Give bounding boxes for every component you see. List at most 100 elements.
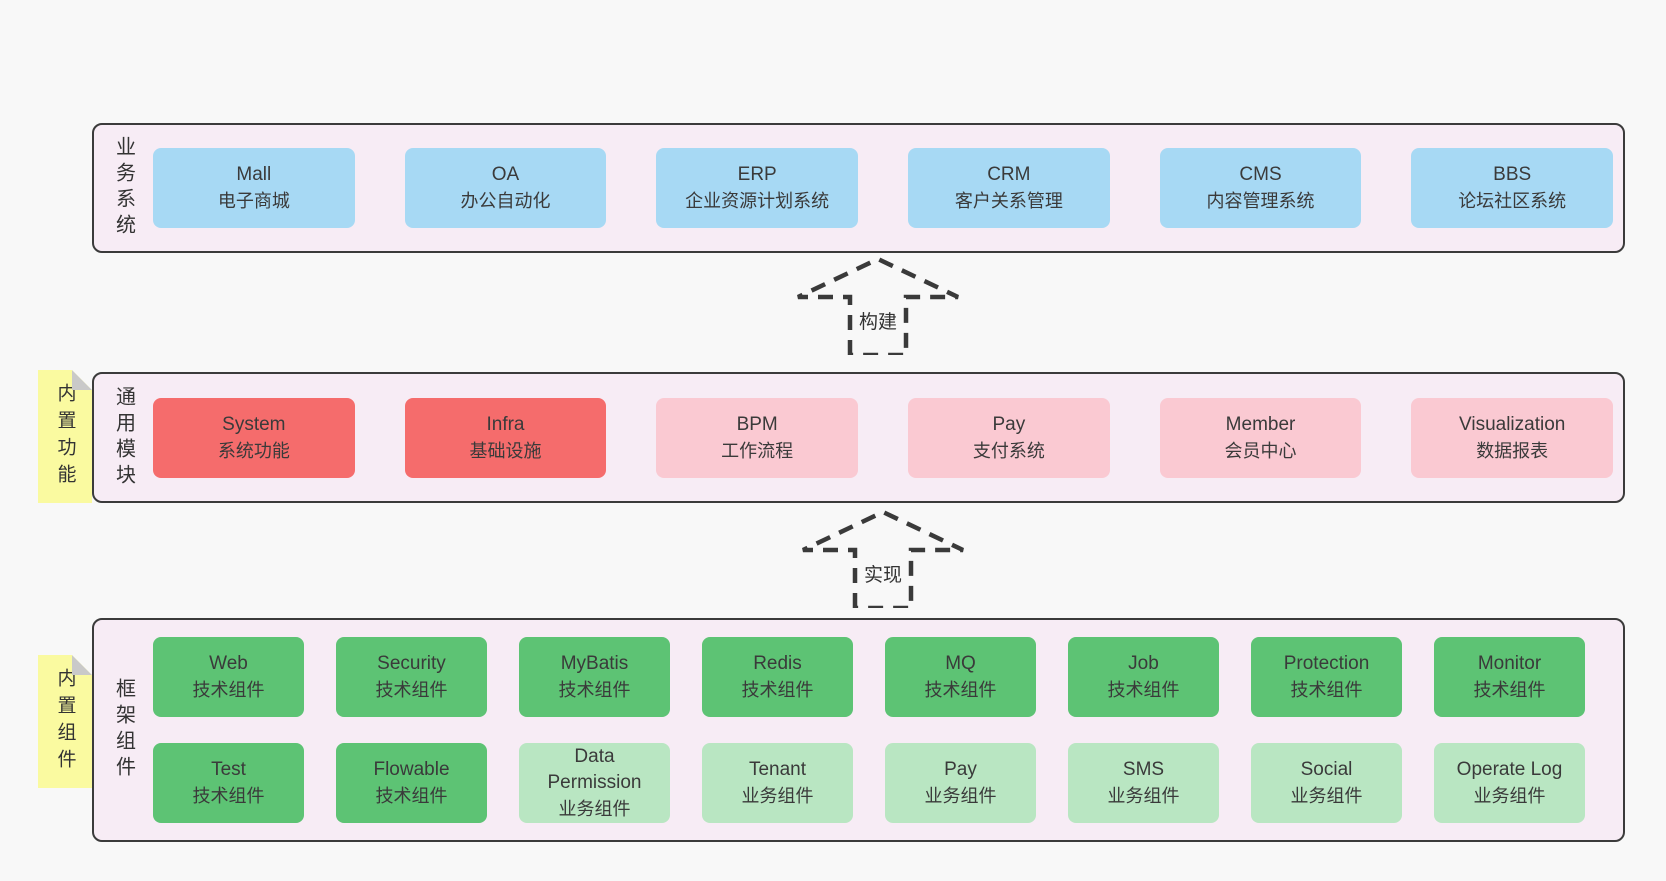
box-name: Tenant: [748, 759, 807, 780]
box-desc: 客户关系管理: [954, 191, 1063, 211]
box-data-permission: Data Permission 业务组件: [519, 743, 670, 823]
box-name: Member: [1225, 413, 1296, 435]
box-mall: Mall 电子商城: [153, 148, 355, 228]
box-desc: 内容管理系统: [1206, 191, 1315, 211]
box-name: OA: [491, 164, 520, 185]
box-redis: Redis 技术组件: [702, 637, 853, 717]
box-name: Web: [209, 653, 248, 674]
section-framework-components: 框架组件 Web 技术组件 Security 技术组件 MyBatis 技术组件…: [92, 618, 1625, 842]
box-pay-component: Pay 业务组件: [885, 743, 1036, 823]
sticky-note-text: 内置组件: [54, 667, 76, 776]
business-boxes-row: Mall 电子商城 OA 办公自动化 ERP 企业资源计划系统 CRM 客户关系…: [153, 148, 1614, 228]
box-pay-module: Pay 支付系统: [908, 397, 1110, 478]
components-grid: Web 技术组件 Security 技术组件 MyBatis 技术组件 Redi…: [153, 618, 1613, 842]
box-job: Job 技术组件: [1068, 637, 1219, 717]
dashed-up-arrow-icon: [802, 509, 964, 608]
box-name: Monitor: [1477, 653, 1542, 674]
box-desc: 业务组件: [1107, 786, 1180, 806]
box-desc: 业务组件: [1290, 786, 1363, 806]
box-desc: 技术组件: [192, 680, 265, 700]
box-oa: OA 办公自动化: [404, 148, 607, 228]
section-business-label: 业务系统: [94, 136, 153, 240]
box-desc: 技术组件: [1107, 680, 1180, 700]
box-operate-log: Operate Log 业务组件: [1434, 743, 1585, 823]
box-name: Operate Log: [1456, 759, 1563, 780]
box-desc: 技术组件: [192, 786, 265, 806]
box-name: Pay: [944, 759, 977, 780]
box-name: Social: [1300, 759, 1353, 780]
box-desc: 技术组件: [1473, 680, 1546, 700]
dashed-up-arrow-icon: [797, 256, 959, 355]
box-desc: 业务组件: [558, 799, 631, 819]
box-member: Member 会员中心: [1159, 397, 1362, 478]
box-desc: 业务组件: [1473, 786, 1546, 806]
box-name: BPM: [736, 413, 778, 435]
box-name: Protection: [1283, 653, 1370, 674]
box-name: ERP: [737, 164, 777, 185]
box-desc: 技术组件: [1290, 680, 1363, 700]
box-system: System 系统功能: [153, 397, 355, 478]
build-arrow-label: 构建: [853, 305, 903, 336]
box-desc: 技术组件: [741, 680, 814, 700]
box-desc: 办公自动化: [460, 191, 551, 211]
box-name: Test: [211, 759, 246, 780]
box-erp: ERP 企业资源计划系统: [656, 148, 859, 228]
box-name: Infra: [486, 413, 525, 435]
box-name: CRM: [987, 164, 1031, 185]
box-name: BBS: [1493, 164, 1532, 185]
box-name: Security: [377, 653, 446, 674]
box-monitor: Monitor 技术组件: [1434, 637, 1585, 717]
box-desc: 基础设施: [469, 440, 542, 461]
box-desc: 技术组件: [375, 786, 448, 806]
box-desc: 工作流程: [721, 440, 794, 461]
box-name: Redis: [753, 653, 802, 674]
box-sms: SMS 业务组件: [1068, 743, 1219, 823]
implement-arrow-label: 实现: [858, 558, 908, 589]
box-test: Test 技术组件: [153, 743, 304, 823]
box-name: MyBatis: [560, 653, 629, 674]
box-desc: 业务组件: [741, 786, 814, 806]
box-name: Job: [1128, 653, 1159, 674]
box-name: Pay: [992, 413, 1026, 435]
box-name: Mall: [236, 164, 272, 185]
box-desc: 业务组件: [924, 786, 997, 806]
box-security: Security 技术组件: [336, 637, 487, 717]
modules-boxes-row: System 系统功能 Infra 基础设施 BPM 工作流程 Pay 支付系统…: [153, 397, 1614, 478]
sticky-note-text: 内置功能: [54, 382, 76, 491]
box-protection: Protection 技术组件: [1251, 637, 1402, 717]
box-desc: 会员中心: [1224, 440, 1297, 461]
box-desc: 数据报表: [1476, 440, 1549, 461]
box-name: CMS: [1239, 164, 1282, 185]
section-modules-label-text: 通用模块: [112, 385, 135, 490]
box-cms: CMS 内容管理系统: [1159, 148, 1362, 228]
box-web: Web 技术组件: [153, 637, 304, 717]
section-common-modules: 通用模块 System 系统功能 Infra 基础设施 BPM 工作流程 Pay…: [92, 372, 1625, 503]
box-social: Social 业务组件: [1251, 743, 1402, 823]
box-tenant: Tenant 业务组件: [702, 743, 853, 823]
box-desc: 支付系统: [972, 440, 1045, 461]
box-mq: MQ 技术组件: [885, 637, 1036, 717]
box-name: Data Permission: [547, 746, 642, 793]
box-name: MQ: [945, 653, 976, 674]
box-mybatis: MyBatis 技术组件: [519, 637, 670, 717]
box-crm: CRM 客户关系管理: [908, 148, 1110, 228]
box-infra: Infra 基础设施: [404, 397, 607, 478]
box-desc: 技术组件: [924, 680, 997, 700]
box-desc: 企业资源计划系统: [685, 191, 830, 211]
section-business-label-text: 业务系统: [112, 136, 135, 240]
box-name: SMS: [1122, 759, 1165, 780]
sticky-note-builtin-components: 内置组件: [38, 655, 92, 788]
box-bbs: BBS 论坛社区系统: [1411, 148, 1614, 228]
section-business-systems: 业务系统 Mall 电子商城 OA 办公自动化 ERP 企业资源计划系统 CRM…: [92, 123, 1625, 253]
section-components-label: 框架组件: [94, 678, 153, 782]
box-flowable: Flowable 技术组件: [336, 743, 487, 823]
box-desc: 论坛社区系统: [1458, 191, 1567, 211]
section-components-label-text: 框架组件: [112, 678, 135, 782]
box-desc: 技术组件: [375, 680, 448, 700]
box-desc: 技术组件: [558, 680, 631, 700]
box-name: Visualization: [1459, 413, 1566, 435]
box-name: System: [222, 413, 286, 435]
implement-arrow: 实现: [798, 508, 968, 608]
box-visualization: Visualization 数据报表: [1411, 397, 1614, 478]
